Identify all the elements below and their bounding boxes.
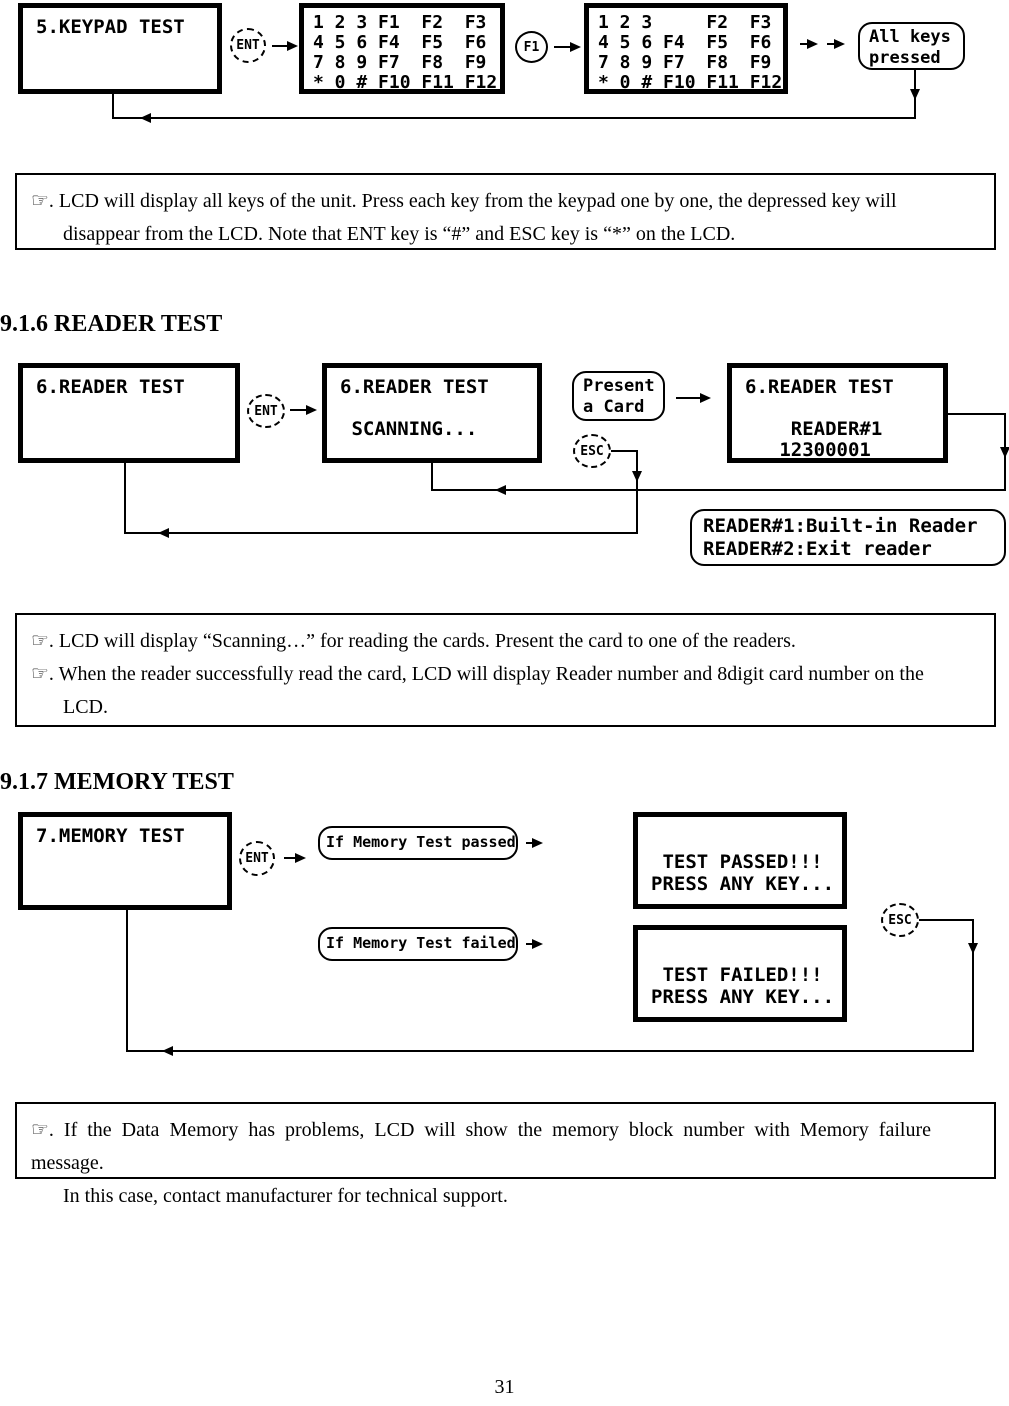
lcd-reader-menu-screen: 6.READER TEST xyxy=(18,363,240,463)
memory-passed-condition-bubble: If Memory Test passed xyxy=(318,826,518,860)
memory-test-heading: 9.1.7 MEMORY TEST xyxy=(0,769,234,795)
ent-key-icon: ENT xyxy=(230,28,266,63)
arrowhead xyxy=(632,471,642,482)
reader-legend-bubble: READER#1:Built-in Reader READER#2:Exit r… xyxy=(690,509,1006,566)
ent-key-icon: ENT xyxy=(247,394,285,428)
reader-test-heading: 9.1.6 READER TEST xyxy=(0,311,223,337)
reader-esc-return-line xyxy=(124,450,638,534)
arrowhead xyxy=(158,528,169,538)
page-number: 31 xyxy=(494,1376,515,1398)
arrowhead xyxy=(532,838,543,848)
note-line: ☞. LCD will display “Scanning…” for read… xyxy=(31,630,796,652)
arrowhead xyxy=(295,853,306,863)
ent-key-icon: ENT xyxy=(239,841,275,876)
note-line: In this case, contact manufacturer for t… xyxy=(63,1185,508,1207)
memory-esc-return-line xyxy=(126,910,974,1052)
present-a-card-bubble: Present a Card xyxy=(572,371,665,421)
arrowhead xyxy=(807,39,818,49)
memory-failed-condition-bubble: If Memory Test failed xyxy=(318,927,518,961)
note-line: ☞. LCD will display all keys of the unit… xyxy=(31,190,897,212)
arrowhead xyxy=(495,485,506,495)
reader-test-note: ☞. LCD will display “Scanning…” for read… xyxy=(15,613,996,727)
all-keys-pressed-bubble: All keys pressed xyxy=(858,22,965,70)
esc-key-icon: ESC xyxy=(573,434,611,468)
memory-test-note: ☞. If the Data Memory has problems, LCD … xyxy=(15,1102,996,1207)
arrowhead xyxy=(306,405,317,415)
f1-key-icon: F1 xyxy=(515,31,548,63)
lcd-reader-result-screen: 6.READER TEST READER#1 12300001 xyxy=(727,363,948,463)
note-line: disappear from the LCD. Note that ENT ke… xyxy=(63,223,736,245)
reader-result-return-line xyxy=(431,413,1006,491)
lcd-memory-passed-screen: TEST PASSED!!! PRESS ANY KEY... xyxy=(633,812,847,909)
arrowhead xyxy=(834,39,845,49)
note-line: ☞. When the reader successfully read the… xyxy=(31,663,924,685)
arrowhead xyxy=(910,89,920,100)
esc-key-icon: ESC xyxy=(881,903,919,937)
lcd-memory-failed-screen: TEST FAILED!!! PRESS ANY KEY... xyxy=(633,925,847,1022)
arrowhead xyxy=(162,1046,173,1056)
note-line: ☞. If the Data Memory has problems, LCD … xyxy=(31,1119,931,1174)
arrowhead xyxy=(700,393,711,403)
arrowhead xyxy=(570,42,581,52)
keypad-return-line xyxy=(112,70,916,119)
keypad-test-note: ☞. LCD will display all keys of the unit… xyxy=(15,173,996,250)
arrowhead xyxy=(140,113,151,123)
lcd-keypad-menu-screen: 5.KEYPAD TEST xyxy=(18,3,222,94)
arrowhead xyxy=(532,939,543,949)
arrowhead xyxy=(287,41,298,51)
lcd-keypad-f1-pressed-screen: 1 2 3 F2 F3 4 5 6 F4 F5 F6 7 8 9 F7 F8 F… xyxy=(584,3,788,94)
lcd-memory-menu-screen: 7.MEMORY TEST xyxy=(18,812,232,910)
note-line: LCD. xyxy=(63,696,108,718)
arrowhead xyxy=(968,943,978,954)
lcd-reader-scanning-screen: 6.READER TEST SCANNING... xyxy=(322,363,542,463)
arrowhead xyxy=(1000,447,1009,458)
lcd-keypad-all-keys-screen: 1 2 3 F1 F2 F3 4 5 6 F4 F5 F6 7 8 9 F7 F… xyxy=(299,3,505,94)
